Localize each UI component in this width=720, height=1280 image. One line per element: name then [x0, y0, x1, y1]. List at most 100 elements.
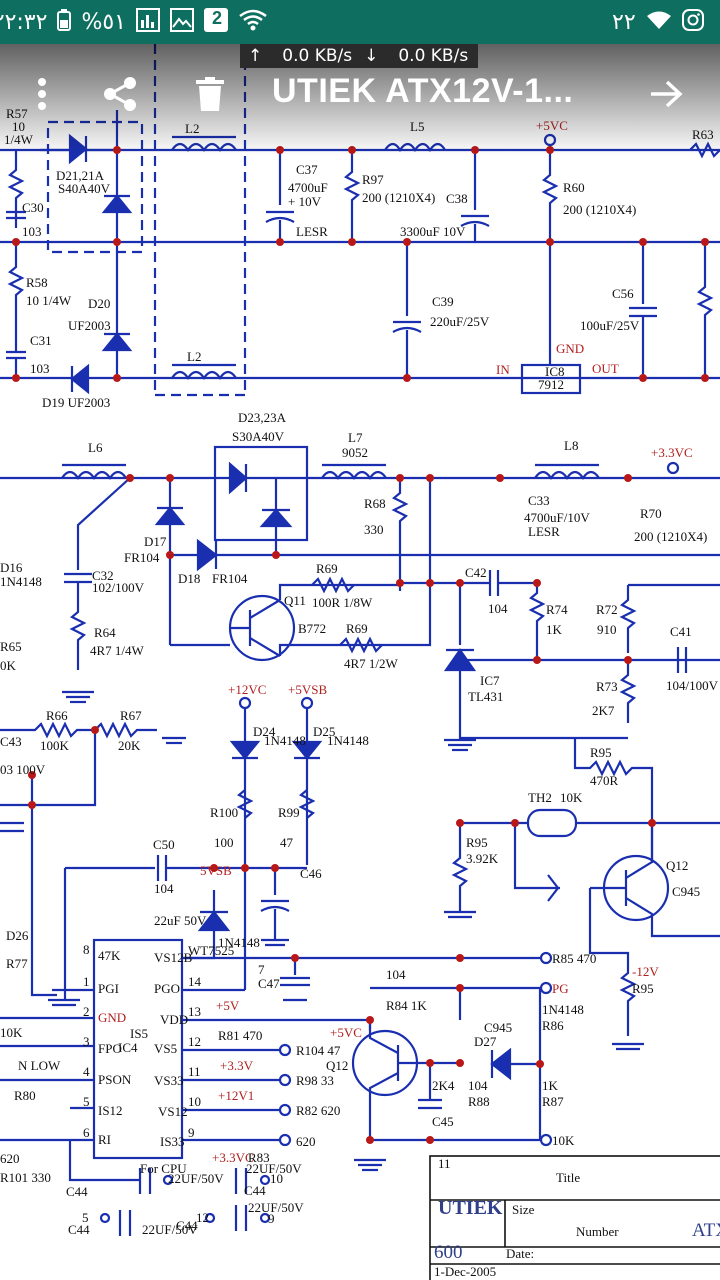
schematic-label: C56	[612, 286, 634, 301]
schematic-label: L8	[564, 438, 578, 453]
schematic-label: Date:	[506, 1246, 534, 1261]
schematic-label: 1	[83, 974, 90, 989]
upload-arrow-icon: ↑	[248, 46, 263, 66]
schematic-label: Title	[556, 1170, 580, 1185]
schematic-label: LESR	[296, 224, 328, 239]
schematic-label: 22UF/50V	[248, 1200, 304, 1215]
schematic-label: 12	[196, 1210, 209, 1225]
schematic-label: +5V	[216, 998, 240, 1013]
schematic-label: 03 100V	[0, 762, 46, 777]
schematic-label: R74	[546, 602, 568, 617]
schematic-label: R81 470	[218, 1028, 262, 1043]
schematic-label: C37	[296, 162, 318, 177]
schematic-label: 104	[154, 881, 174, 896]
schematic-label: 104	[386, 967, 406, 982]
schematic-label: Q12	[666, 858, 688, 873]
schematic-label: 1N4148	[218, 935, 260, 950]
schematic-label: S40A40V	[58, 181, 111, 196]
arrow-forward-icon	[651, 80, 683, 108]
schematic-label: R77	[6, 956, 28, 971]
schematic-label: C41	[670, 624, 692, 639]
battery-percent: %٥١	[81, 9, 126, 35]
share-button[interactable]	[92, 66, 148, 122]
schematic-label: 22UF/50V	[246, 1161, 302, 1176]
schematic-label: C46	[300, 866, 322, 881]
schematic-label: Q11	[284, 593, 306, 608]
schematic-label: VS5	[154, 1041, 177, 1056]
schematic-label: R88	[468, 1094, 490, 1109]
more-vert-icon	[38, 78, 46, 110]
schematic-label: 4	[83, 1064, 90, 1079]
schematic-label: D27	[474, 1034, 497, 1049]
schematic-label: 7912	[538, 377, 564, 392]
schematic-label: 3	[83, 1034, 90, 1049]
schematic-label: 103	[30, 361, 50, 376]
schematic-label: C945	[484, 1020, 512, 1035]
schematic-label: R100	[210, 805, 238, 820]
upload-speed: 0.0 KB/s	[282, 46, 353, 66]
schematic-label: S30A40V	[232, 429, 285, 444]
schematic-label: Number	[576, 1224, 619, 1239]
schematic-label: 3.92K	[466, 851, 499, 866]
download-arrow-icon: ↓	[364, 46, 379, 66]
schematic-label: GND	[98, 1010, 126, 1025]
schematic-label: IN	[496, 362, 510, 377]
schematic-label: 11	[188, 1064, 201, 1079]
schematic-label: IS33	[160, 1134, 185, 1149]
schematic-label: D24	[253, 724, 276, 739]
instagram-icon	[681, 8, 704, 36]
schematic-label: C31	[30, 333, 52, 348]
schematic-label: C50	[153, 837, 175, 852]
schematic-label: D18	[178, 571, 200, 586]
schematic-label: 200 (1210X4)	[563, 202, 636, 217]
schematic-label: 100R 1/8W	[312, 595, 373, 610]
schematic-label: R58	[26, 275, 48, 290]
schematic-label: L6	[88, 440, 103, 455]
schematic-label: C43	[0, 734, 22, 749]
schematic-label: GND	[556, 341, 584, 356]
schematic-label: + 10V	[288, 194, 322, 209]
schematic-label: 200 (1210X4)	[634, 529, 707, 544]
delete-button[interactable]	[182, 66, 238, 122]
schematic-label: R98 33	[296, 1073, 334, 1088]
schematic-label: PGO	[154, 981, 180, 996]
schematic-label: R60	[563, 180, 585, 195]
schematic-label: R101 330	[0, 1170, 51, 1185]
schematic-label: R73	[596, 679, 618, 694]
more-options-button[interactable]	[14, 66, 70, 122]
schematic-label: ATX12V-13	[692, 1220, 720, 1241]
schematic-label: 22uF 50V	[154, 913, 207, 928]
open-button[interactable]	[638, 66, 694, 122]
signal-icon	[646, 10, 672, 35]
schematic-label: C38	[446, 191, 468, 206]
schematic-label: 4700uF/10V	[524, 510, 590, 525]
schematic-label: 103	[22, 224, 42, 239]
schematic-label: 12	[188, 1034, 201, 1049]
schematic-label: C39	[432, 294, 454, 309]
schematic-label: 4R7 1/4W	[90, 643, 145, 658]
schematic-label: 104	[468, 1078, 488, 1093]
schematic-label: L2	[187, 349, 201, 364]
schematic-label: 100	[214, 835, 234, 850]
schematic-label: 1K	[542, 1078, 559, 1093]
schematic-label: D20	[88, 296, 110, 311]
schematic-label: R85 470	[552, 951, 596, 966]
schematic-label: D25	[313, 724, 335, 739]
schematic-label: 600	[434, 1242, 463, 1263]
schematic-label: For CPU	[140, 1161, 187, 1176]
notification-badge-number: 2	[211, 8, 222, 28]
schematic-label: R66	[46, 708, 68, 723]
schematic-label: 910	[597, 622, 617, 637]
schematic-label: TL431	[468, 689, 503, 704]
schematic-label: R97	[362, 172, 384, 187]
schematic-label: R69	[316, 561, 338, 576]
schematic-label: C44	[66, 1184, 88, 1199]
schematic-label: +5VC	[330, 1025, 362, 1040]
clock: ٢٢:٣٢	[0, 9, 48, 35]
schematic-label: C945	[672, 884, 700, 899]
schematic-label: IC4	[118, 1040, 138, 1055]
schematic-label: VDD	[160, 1012, 188, 1027]
schematic-label: 620	[0, 1151, 20, 1166]
